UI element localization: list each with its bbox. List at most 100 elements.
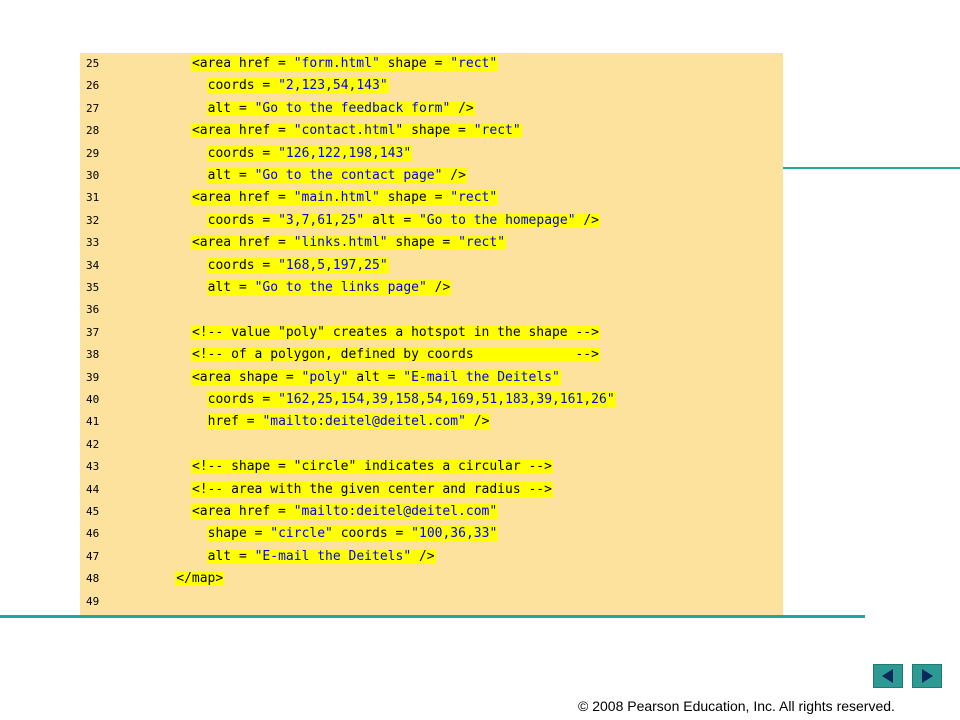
string-literal: "3,7,61,25"	[278, 212, 365, 228]
line-number: 47	[86, 549, 100, 563]
markup-token: shape =	[207, 526, 271, 542]
code-text: <area shape = "poly" alt = "E-mail the D…	[190, 369, 561, 385]
string-literal: "162,25,154,39,158,54,169,51,183,39,161,…	[278, 392, 615, 407]
code-text: <area href = "main.html" shape = "rect"	[190, 190, 499, 206]
decorative-rule-top	[783, 167, 960, 169]
decorative-rule-bottom	[0, 615, 865, 618]
markup-token: coords =	[207, 78, 279, 94]
string-literal: "2,123,54,143"	[278, 78, 388, 94]
markup-token: alt =	[207, 100, 255, 116]
markup-token: <area shape =	[191, 369, 302, 385]
code-line: 30 alt = "Go to the contact page" />	[80, 165, 783, 187]
markup-token: shape =	[379, 56, 451, 71]
code-line: 33 <area href = "links.html" shape = "rec…	[80, 232, 783, 254]
code-line: 25 <area href = "form.html" shape = "rect…	[80, 53, 783, 75]
string-literal: "rect"	[458, 235, 506, 251]
string-literal: "contact.html"	[293, 123, 404, 139]
line-number: 37	[86, 325, 100, 339]
code-line: 29 coords = "126,122,198,143"	[80, 143, 783, 165]
code-text: <area href = "contact.html" shape = "rec…	[190, 123, 522, 139]
markup-token: shape =	[379, 190, 451, 206]
code-line: 49	[80, 591, 783, 613]
line-number: 48	[86, 572, 100, 586]
code-line: 44<!-- area with the given center and ra…	[80, 479, 783, 501]
code-line: 38<!-- of a polygon, defined by coords -…	[80, 344, 783, 366]
markup-token: coords =	[207, 257, 279, 273]
code-line: 46 shape = "circle" coords = "100,36,33"	[80, 523, 783, 545]
string-literal: "rect"	[450, 190, 498, 206]
code-text: coords = "162,25,154,39,158,54,169,51,18…	[206, 392, 616, 407]
line-number: 31	[86, 191, 100, 205]
string-literal: "poly"	[301, 369, 349, 385]
code-text: href = "mailto:deitel@deitel.com" />	[206, 414, 491, 430]
markup-token: />	[575, 212, 600, 228]
line-number: 26	[86, 79, 100, 93]
markup-token: />	[426, 280, 451, 295]
line-number: 32	[86, 213, 100, 227]
markup-token: coords =	[332, 526, 412, 542]
code-line: 45 <area href = "mailto:deitel@deitel.com…	[80, 501, 783, 523]
code-line: 41 href = "mailto:deitel@deitel.com" />	[80, 411, 783, 433]
string-literal: "Go to the homepage"	[418, 212, 576, 228]
markup-token: href =	[207, 414, 263, 430]
code-text: coords = "168,5,197,25"	[206, 257, 389, 273]
code-text: <area href = "links.html" shape = "rect"	[190, 235, 507, 251]
code-text: alt = "Go to the contact page" />	[206, 168, 467, 183]
code-text: alt = "Go to the links page" />	[206, 280, 452, 295]
line-number: 42	[86, 437, 100, 451]
markup-token: alt =	[207, 280, 255, 295]
markup-token: alt =	[207, 548, 255, 564]
string-literal: "form.html"	[293, 56, 380, 71]
code-line: 39<area shape = "poly" alt = "E-mail the…	[80, 367, 783, 389]
previous-slide-button[interactable]	[873, 664, 903, 688]
code-text: </map>	[175, 571, 225, 587]
string-literal: "links.html"	[293, 235, 388, 251]
string-literal: "168,5,197,25"	[278, 257, 388, 273]
line-number: 46	[86, 527, 100, 541]
line-number: 35	[86, 281, 100, 294]
code-line: 42	[80, 434, 783, 456]
markup-token: <!-- area with the given center and radi…	[191, 481, 552, 497]
string-literal: "rect"	[450, 56, 498, 71]
code-text: <area href = "mailto:deitel@deitel.com"	[190, 504, 499, 519]
string-literal: "main.html"	[293, 190, 380, 206]
code-text: <area href = "form.html" shape = "rect"	[190, 56, 499, 71]
code-text: coords = "126,122,198,143"	[206, 145, 413, 161]
markup-token: alt =	[364, 212, 419, 228]
line-number: 30	[86, 169, 100, 182]
code-line: 34 coords = "168,5,197,25"	[80, 255, 783, 277]
code-line: 26 coords = "2,123,54,143"	[80, 75, 783, 97]
code-line: 36	[80, 299, 783, 321]
code-text: <!-- value "poly" creates a hotspot in t…	[190, 324, 600, 340]
markup-token: <area href =	[191, 235, 294, 251]
code-line: 47 alt = "E-mail the Deitels" />	[80, 546, 783, 568]
markup-token: <area href =	[191, 56, 294, 71]
line-number: 28	[86, 124, 100, 138]
line-number: 29	[86, 146, 100, 160]
code-line: 37 <!-- value "poly" creates a hotspot in…	[80, 322, 783, 344]
line-number: 38	[86, 348, 100, 362]
code-line: 28 <area href = "contact.html" shape = "r…	[80, 120, 783, 142]
markup-token: <area href =	[191, 190, 294, 206]
string-literal: "Go to the feedback form"	[254, 100, 451, 116]
line-number: 45	[86, 505, 100, 518]
code-text: coords = "3,7,61,25" alt = "Go to the ho…	[206, 212, 601, 228]
markup-token: />	[465, 414, 490, 430]
string-literal: "Go to the contact page"	[254, 168, 443, 183]
next-slide-button[interactable]	[912, 664, 942, 688]
code-text: alt = "E-mail the Deitels" />	[206, 548, 436, 564]
line-number: 34	[86, 258, 100, 272]
code-text: shape = "circle" coords = "100,36,33"	[206, 526, 499, 542]
line-number: 33	[86, 236, 100, 250]
code-listing: 25 <area href = "form.html" shape = "rect…	[80, 53, 783, 615]
string-literal: "circle"	[270, 526, 333, 542]
triangle-left-icon	[882, 669, 893, 683]
line-number: 41	[86, 415, 100, 429]
string-literal: "mailto:deitel@deitel.com"	[293, 504, 498, 519]
markup-token: />	[450, 100, 474, 116]
line-number: 25	[86, 57, 100, 70]
line-number: 36	[86, 303, 100, 317]
string-literal: "Go to the links page"	[254, 280, 427, 295]
